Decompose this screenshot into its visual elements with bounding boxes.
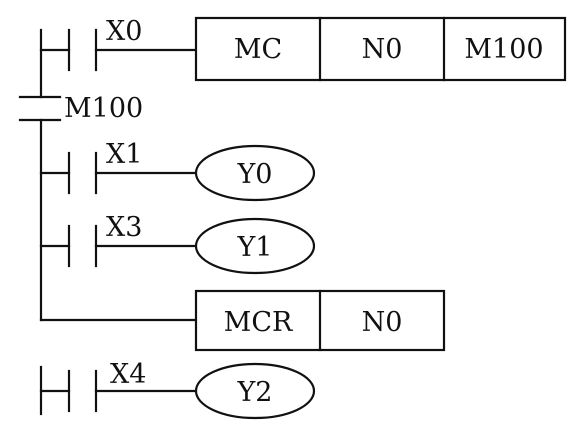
mcr-instruction-box: MCR N0 bbox=[194, 289, 446, 352]
rung-3: X3 Y1 bbox=[39, 212, 316, 275]
rung-2: X1 Y0 bbox=[39, 139, 316, 202]
contact-label-x0: X0 bbox=[106, 16, 142, 47]
mc-box-frame bbox=[194, 16, 567, 82]
mcr-nest: N0 bbox=[362, 307, 403, 338]
contact-x1 bbox=[39, 151, 198, 195]
mc-device: M100 bbox=[464, 34, 543, 65]
coil-y0 bbox=[194, 144, 316, 202]
contact-label-x3: X3 bbox=[106, 212, 142, 243]
contact-label-x1: X1 bbox=[106, 139, 142, 170]
coil-y1 bbox=[194, 217, 316, 275]
rung-4: MCR N0 bbox=[39, 289, 446, 352]
coil-label-y0: Y0 bbox=[236, 159, 272, 190]
coil-label-y1: Y1 bbox=[236, 232, 272, 263]
contact-x3 bbox=[39, 224, 198, 268]
mcr-op: MCR bbox=[224, 307, 293, 338]
rung-5: X4 Y2 bbox=[39, 359, 316, 420]
master-contact-label: M100 bbox=[64, 93, 143, 124]
contact-x0 bbox=[39, 28, 198, 72]
coil-y2 bbox=[194, 362, 316, 420]
master-control-contact: M100 bbox=[18, 93, 143, 322]
mc-nest: N0 bbox=[362, 34, 403, 65]
rung-1: X0 MC N0 M100 bbox=[39, 16, 567, 99]
contact-x4 bbox=[39, 369, 198, 413]
mc-instruction-box: MC N0 M100 bbox=[194, 16, 567, 82]
coil-label-y2: Y2 bbox=[236, 377, 272, 408]
contact-label-x4: X4 bbox=[110, 359, 146, 390]
mc-op: MC bbox=[234, 34, 282, 65]
